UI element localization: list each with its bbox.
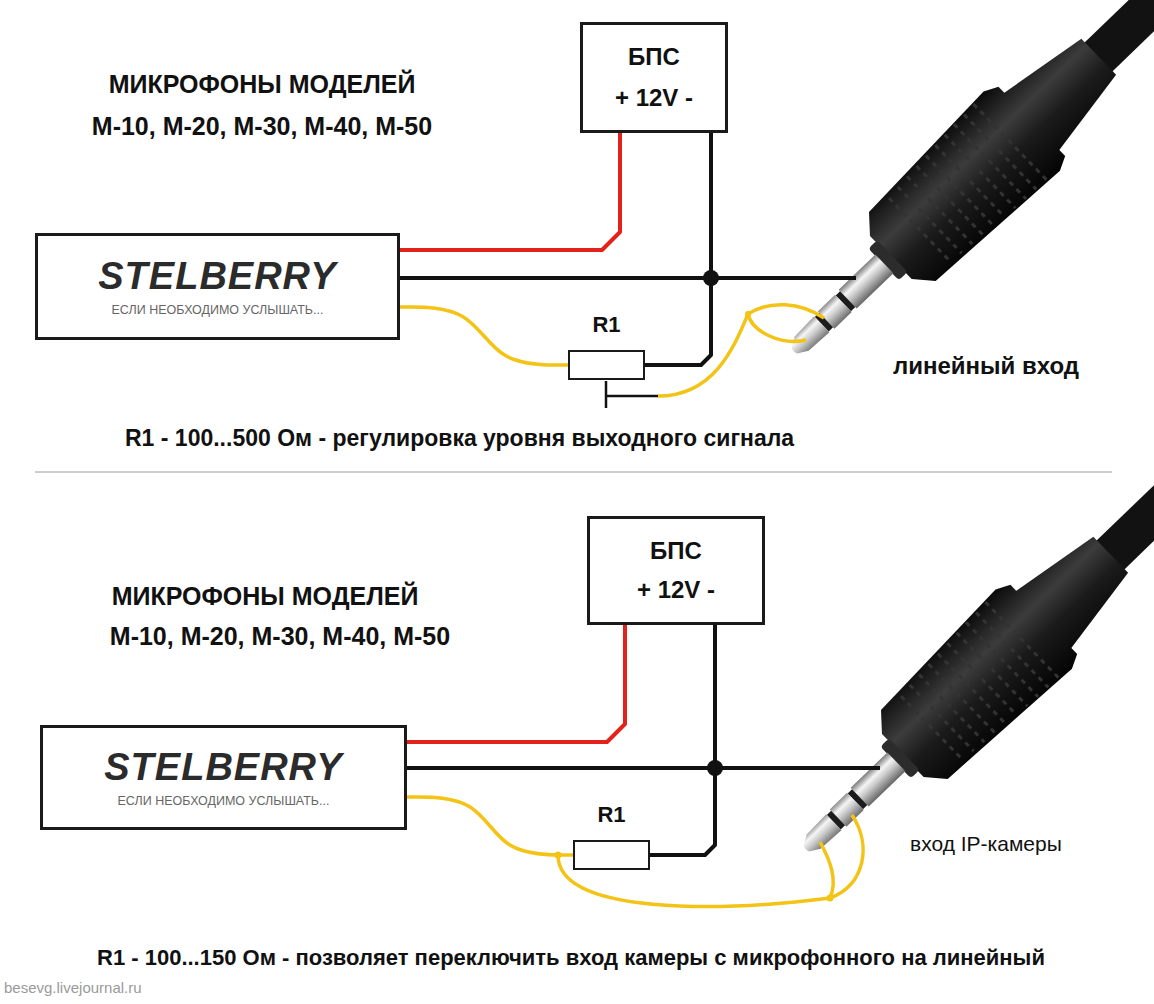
resistor-symbol: R1 [573,840,650,870]
brand-logo: STELBERRY [104,747,342,789]
caption: R1 - 100...500 Ом - регулировка уровня в… [125,425,794,452]
power-supply-box: БПС + 12V - [587,516,765,625]
wire-joint [745,311,751,317]
wire [407,797,573,855]
jack-plug [768,338,1154,889]
resistor-symbol: R1 [568,350,645,380]
ground-wire [715,766,880,770]
wire [645,133,711,365]
input-label: линейный вход [893,352,1079,380]
wire-joint [827,895,834,902]
wiper-symbol [606,381,658,408]
watermark: besevg.livejournal.ru [4,979,142,996]
microphone-box: STELBERRY ЕСЛИ НЕОБХОДИМО УСЛЫШАТЬ... [40,725,407,830]
box-title: БПС [628,43,680,71]
signal-wire [830,815,863,898]
part-name: R1 [592,312,620,338]
ground-wire [711,276,856,280]
wire [407,625,715,768]
junction-dot [707,760,723,776]
signal-wire [820,842,833,898]
wire [400,133,620,250]
separator [35,472,1112,473]
signal-wire [748,314,806,341]
wire [400,307,568,365]
model-list: М-10, М-20, М-30, М-40, М-50 [110,622,450,651]
input-label: вход IP-камеры [910,832,1062,856]
brand-slogan: ЕСЛИ НЕОБХОДИМО УСЛЫШАТЬ... [118,794,330,808]
wire [650,625,715,855]
brand-logo: STELBERRY [98,256,336,298]
signal-wire [748,305,824,318]
power-supply-box: БПС + 12V - [580,22,728,133]
wire-joint [555,852,562,859]
microphone-box: STELBERRY ЕСЛИ НЕОБХОДИМО УСЛЫШАТЬ... [35,233,400,340]
voltage-label: + 12V - [615,84,693,112]
junction-dot [703,270,719,286]
caption: R1 - 100...150 Ом - позволяет переключит… [97,945,1045,971]
voltage-label: + 12V - [637,576,715,604]
part-name: R1 [597,802,625,828]
brand-slogan: ЕСЛИ НЕОБХОДИМО УСЛЫШАТЬ... [112,303,324,317]
box-title: БПС [650,537,702,565]
heading: МИКРОФОНЫ МОДЕЛЕЙ [112,582,419,611]
wire [400,133,711,278]
heading: МИКРОФОНЫ МОДЕЛЕЙ [109,70,416,99]
jack-plug [756,0,1154,391]
model-list: М-10, М-20, М-30, М-40, М-50 [92,112,432,141]
signal-wire [658,314,748,396]
